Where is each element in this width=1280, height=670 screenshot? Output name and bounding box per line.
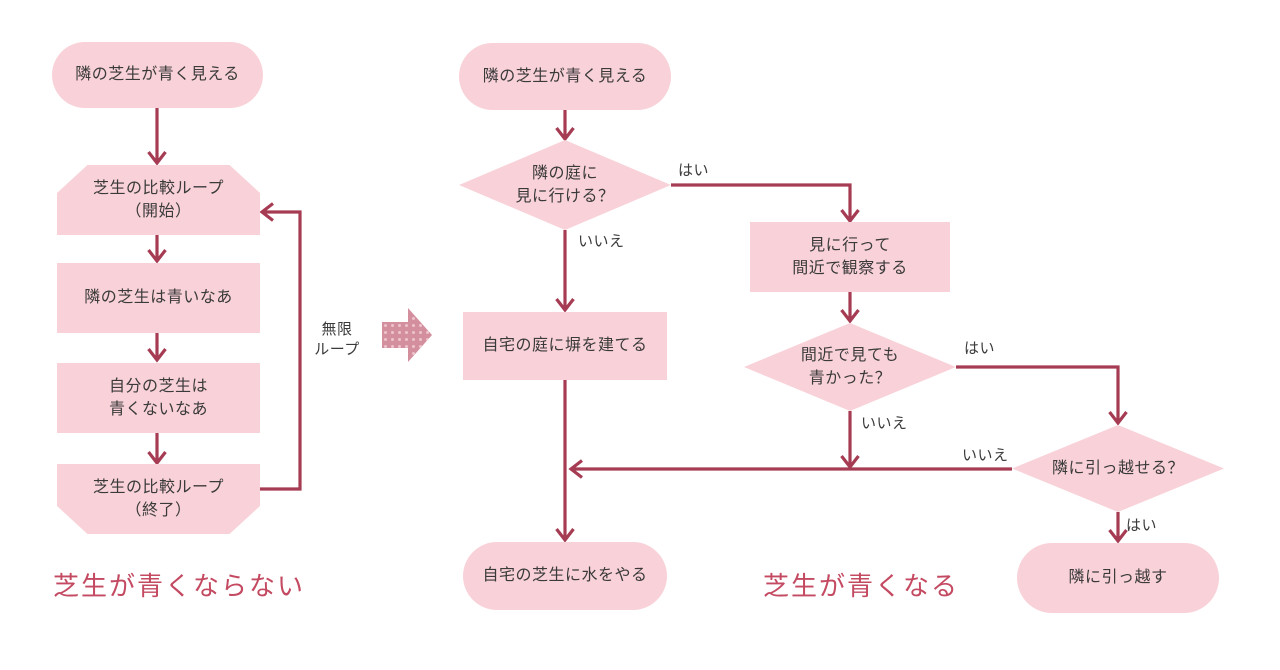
action-fence-node: 自宅の庭に塀を建てる <box>463 312 667 380</box>
action-water-node: 自宅の芝生に水をやる <box>463 542 667 610</box>
connector-left-loopstart-to-box1 <box>147 235 167 264</box>
right-start-node: 隣の芝生が青く見える <box>459 43 671 110</box>
label-qvisit-no: いいえ <box>578 233 625 250</box>
connector-right-start-to-qvisit <box>555 110 575 142</box>
connector-left-box1-to-box2 <box>147 333 167 363</box>
action-observe-node: 見に行って 間近で観察する <box>750 222 950 292</box>
label-qgreen-no: いいえ <box>861 415 908 432</box>
left-observe-own-node: 自分の芝生は 青くないなあ <box>57 363 260 433</box>
right-caption: 芝生が青くなる <box>763 571 960 601</box>
action-move-node: 隣に引っ越す <box>1017 543 1219 613</box>
left-loop-end-node: 芝生の比較ループ （終了） <box>57 464 260 534</box>
connector-qmove-yes <box>1108 512 1128 544</box>
label-qmove-yes: はい <box>1126 517 1158 534</box>
left-loop-start-node: 芝生の比較ループ （開始） <box>57 165 260 235</box>
connector-qvisit-no <box>555 230 575 313</box>
connector-left-start-to-loopstart <box>147 108 167 166</box>
connector-infinite-loop-back <box>257 202 302 491</box>
connector-left-box2-to-loopend <box>147 432 167 466</box>
connector-qmove-no-merge <box>568 459 1012 479</box>
label-qgreen-yes: はい <box>964 340 996 357</box>
label-qvisit-yes: はい <box>678 162 710 179</box>
left-start-node: 隣の芝生が青く見える <box>52 42 263 108</box>
connector-fence-to-water <box>555 380 575 543</box>
connector-observe-to-qgreen <box>840 292 860 324</box>
connector-qgreen-no <box>840 411 860 470</box>
left-caption: 芝生が青くならない <box>53 571 306 601</box>
connector-qvisit-yes <box>671 183 860 224</box>
label-qmove-no: いいえ <box>962 447 1009 464</box>
left-observe-neighbor-node: 隣の芝生は青いなあ <box>57 263 260 333</box>
connector-qgreen-yes <box>956 365 1128 426</box>
infinite-loop-label: 無限 ループ <box>314 321 360 358</box>
